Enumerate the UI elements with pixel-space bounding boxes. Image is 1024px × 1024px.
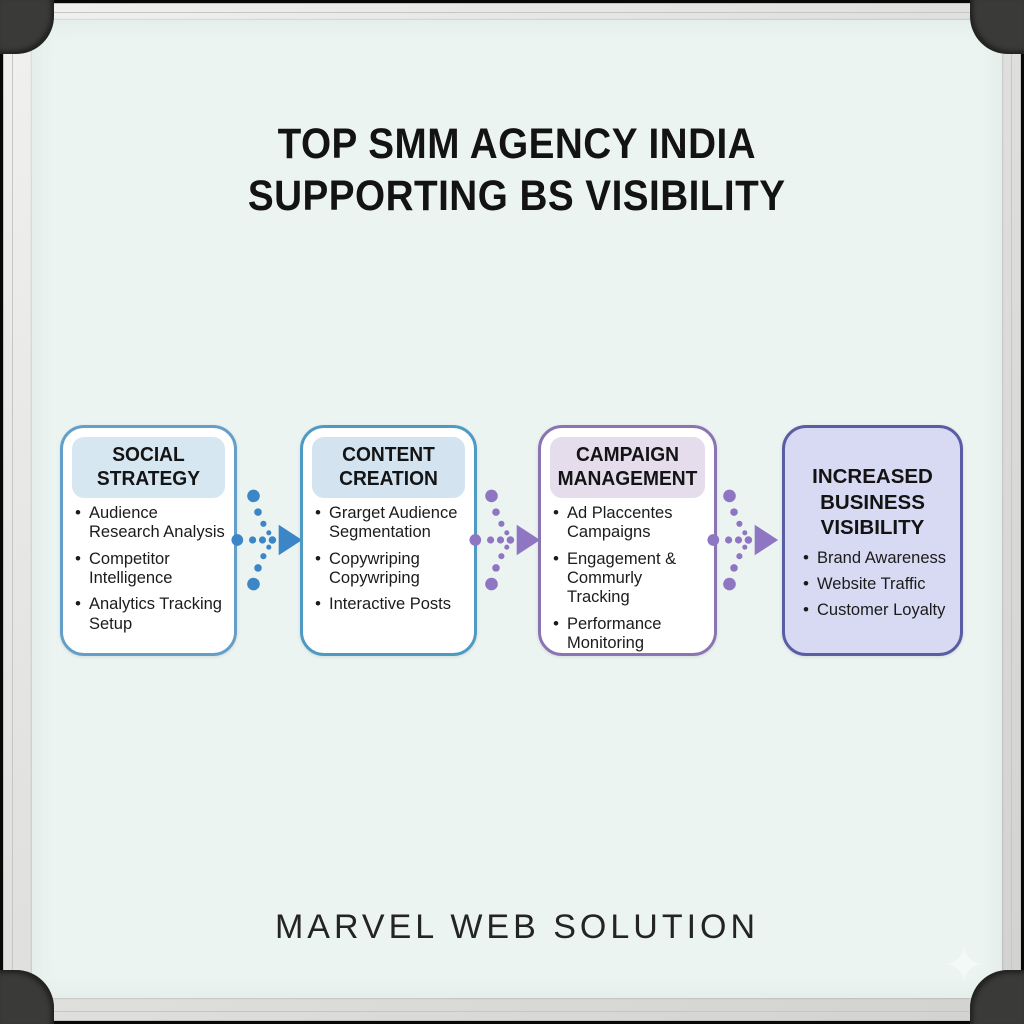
page-title-line1: TOP SMM AGENCY INDIA	[277, 120, 757, 168]
bullet-item: Engagement & Commurly Tracking	[549, 549, 708, 608]
bullet-item: Analytics Tracking Setup	[71, 594, 228, 634]
bullet-list: Audience Research AnalysisCompetitor Int…	[71, 503, 228, 634]
bullet-item: Ad Placcentes Campaigns	[549, 503, 708, 543]
sparkle-icon	[944, 944, 984, 984]
bullet-item: Grarget Audience Segmentation	[311, 503, 468, 543]
bullet-item: Copywriping Copywriping	[311, 549, 468, 589]
step-header-content-creation: CONTENT CREATION	[312, 437, 465, 499]
step-title: CAMPAIGN MANAGEMENT	[557, 444, 698, 490]
step-header-social-strategy: SOCIAL STRATEGY	[72, 437, 225, 499]
page-title-line2: SUPPORTING BS VISIBILITY	[248, 172, 786, 221]
step-header-campaign-management: CAMPAIGN MANAGEMENT	[550, 437, 705, 499]
bullet-item: Brand Awareness	[799, 548, 954, 568]
step-title: CONTENT CREATION	[339, 444, 438, 490]
brand-name: MARVEL WEB SOLUTION	[274, 908, 760, 946]
bullet-list: Ad Placcentes CampaignsEngagement & Comm…	[549, 503, 708, 654]
step-social-strategy: SOCIAL STRATEGY Audience Research Analys…	[60, 425, 237, 656]
step-title: INCREASED BUSINESS VISIBILITY	[812, 465, 933, 540]
flow-arrow-icon-1	[231, 478, 303, 602]
bullet-item: Audience Research Analysis	[71, 503, 228, 543]
bullet-item: Performance Monitoring	[549, 614, 708, 654]
bullet-list: Brand AwarenessWebsite TrafficCustomer L…	[799, 548, 954, 621]
bullet-list: Grarget Audience SegmentationCopywriping…	[311, 503, 468, 614]
page-title: TOP SMM AGENCY INDIA SUPPORTING BS VISIB…	[32, 118, 1002, 223]
bullet-item: Customer Loyalty	[799, 600, 954, 620]
bullet-item: Interactive Posts	[311, 594, 468, 614]
flow-arrow-icon-2	[469, 478, 541, 602]
bullet-item: Website Traffic	[799, 574, 954, 594]
step-increased-business-visibility: INCREASED BUSINESS VISIBILITY Brand Awar…	[782, 425, 963, 656]
flow-arrow-icon-3	[707, 478, 779, 602]
step-title: SOCIAL STRATEGY	[96, 444, 201, 490]
step-campaign-management: CAMPAIGN MANAGEMENT Ad Placcentes Campai…	[538, 425, 717, 656]
bullet-item: Competitor Intelligence	[71, 549, 228, 589]
step-content-creation: CONTENT CREATION Grarget Audience Segmen…	[300, 425, 477, 656]
